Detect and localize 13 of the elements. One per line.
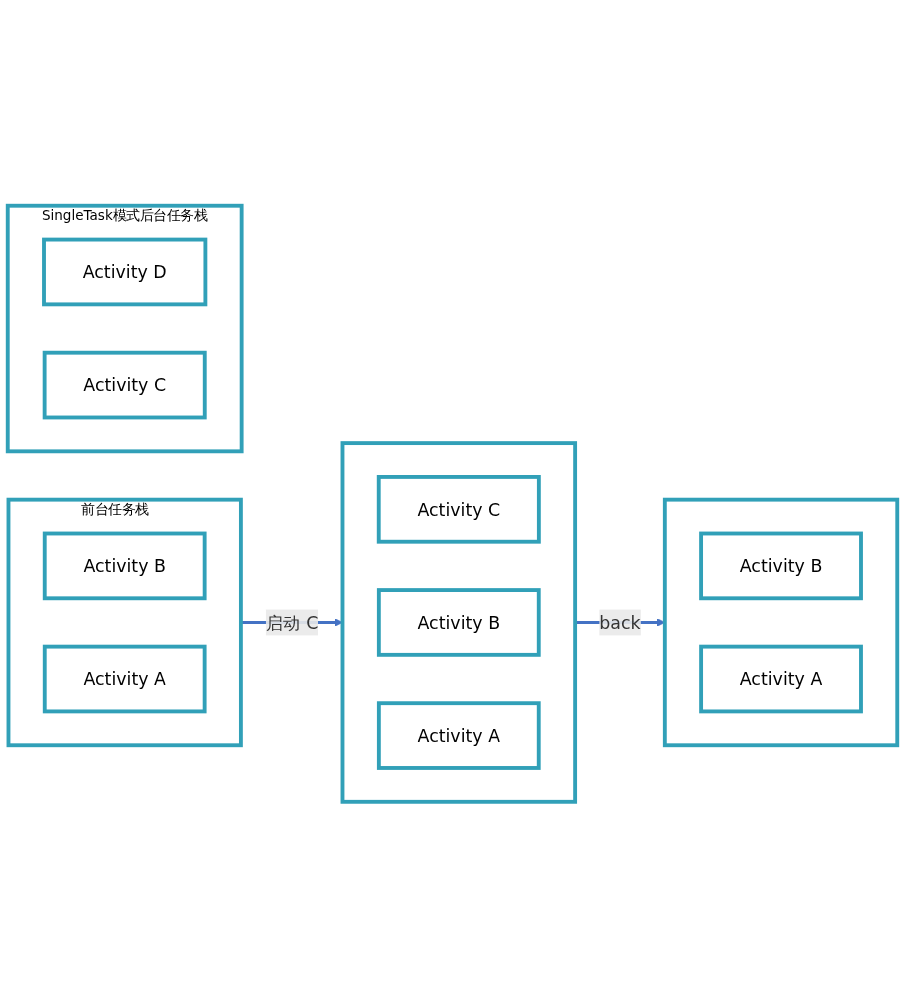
- node-box: Activity D: [42, 237, 208, 307]
- node-box: Activity A: [699, 644, 863, 714]
- edge-label: 启动 C: [265, 612, 319, 633]
- cluster: [662, 497, 900, 748]
- node-box: Activity C: [376, 475, 541, 544]
- node-box: Activity B: [699, 531, 863, 601]
- cluster: [340, 441, 578, 804]
- edge-label: back: [599, 612, 641, 633]
- node-box: Activity B: [42, 531, 207, 601]
- node-box: Activity B: [376, 588, 541, 657]
- node-box: Activity C: [42, 351, 207, 420]
- node-box: Activity A: [376, 701, 541, 771]
- node-box: Activity A: [42, 644, 207, 714]
